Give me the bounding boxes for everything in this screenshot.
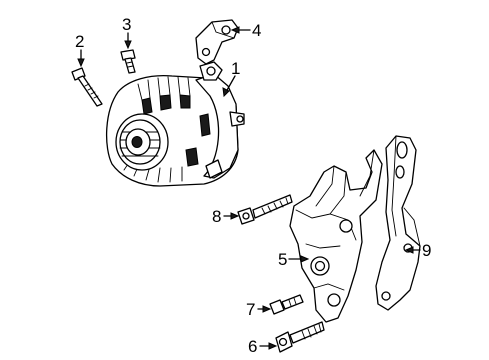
callout-labels: 1 2 3 4 5 6 7 8 9 bbox=[75, 15, 431, 356]
arrowhead-3 bbox=[124, 40, 132, 50]
bolt-stud bbox=[237, 194, 293, 225]
callout-1: 1 bbox=[231, 59, 240, 78]
bolt-short bbox=[120, 49, 136, 74]
mounting-bracket bbox=[289, 149, 383, 323]
callout-8: 8 bbox=[212, 207, 221, 226]
bolt-bottom bbox=[275, 321, 325, 353]
arrowhead-1 bbox=[222, 87, 230, 98]
callout-4: 4 bbox=[252, 21, 261, 40]
leader-lines bbox=[77, 26, 421, 350]
callout-7: 7 bbox=[246, 300, 255, 319]
arrowhead-6 bbox=[268, 342, 278, 350]
leader-1 bbox=[225, 75, 236, 93]
arrowhead-5 bbox=[300, 255, 310, 263]
callout-3: 3 bbox=[122, 15, 131, 34]
callout-2: 2 bbox=[75, 32, 84, 51]
bolt-small bbox=[269, 294, 304, 315]
callout-6: 6 bbox=[248, 337, 257, 356]
arrowhead-8 bbox=[230, 212, 240, 220]
callout-9: 9 bbox=[422, 241, 431, 260]
arrowhead-4 bbox=[230, 26, 240, 34]
top-bracket bbox=[195, 19, 239, 65]
arrowhead-2 bbox=[77, 58, 85, 68]
alternator bbox=[105, 61, 245, 187]
arrowhead-9 bbox=[404, 246, 414, 254]
bolt-long bbox=[71, 67, 103, 107]
brace-plate bbox=[375, 135, 421, 311]
callout-5: 5 bbox=[278, 250, 287, 269]
arrowhead-7 bbox=[262, 305, 272, 313]
